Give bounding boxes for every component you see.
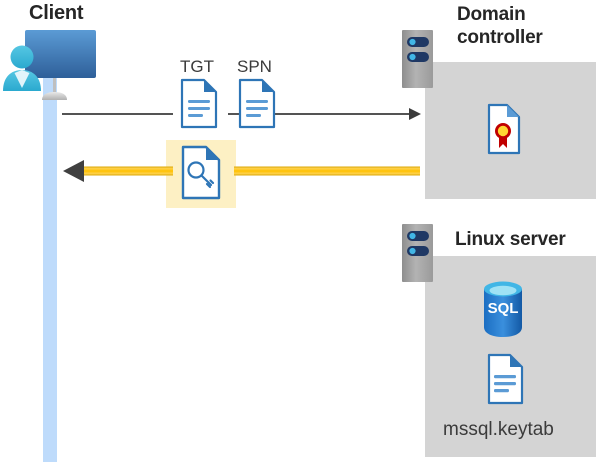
keytab-document-icon [487, 353, 524, 405]
keytab-filename-label: mssql.keytab [443, 419, 554, 440]
response-arrow [63, 160, 420, 182]
tgt-label: TGT [180, 57, 214, 76]
domain-controller-title: Domain controller [457, 4, 543, 48]
domain-controller-server-icon [402, 30, 433, 88]
client-icon [3, 30, 96, 100]
kerberos-ticket-document-icon [181, 145, 221, 200]
sql-database-icon: SQL [484, 281, 522, 337]
linux-server-icon [402, 224, 433, 282]
client-title: Client [29, 2, 84, 24]
spn-document-icon [238, 78, 276, 129]
linux-server-title: Linux server [455, 229, 566, 250]
tgt-document-icon [180, 78, 218, 129]
client-lifeline [43, 72, 57, 462]
spn-label: SPN [237, 57, 272, 76]
certificate-document-icon [487, 103, 521, 155]
svg-text:SQL: SQL [488, 300, 519, 317]
